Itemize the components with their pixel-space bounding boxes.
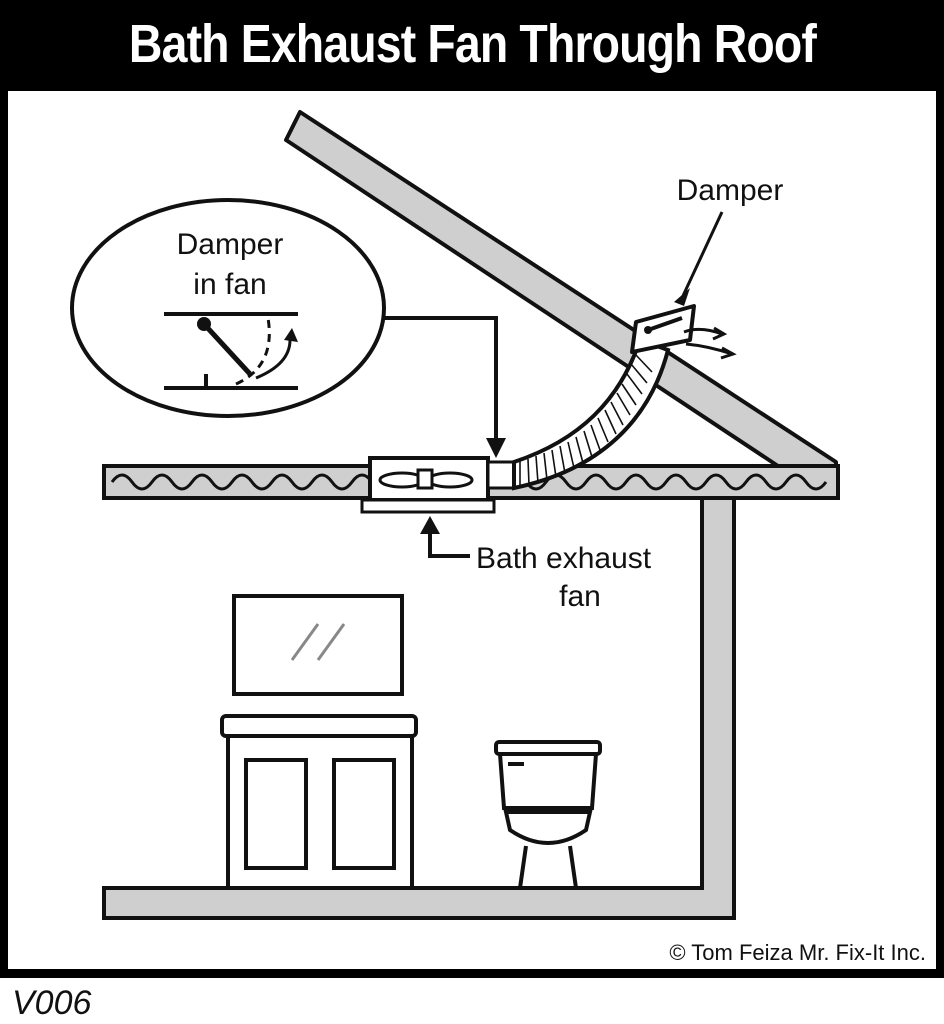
attic-insulation [110, 473, 828, 491]
roof-cap [630, 304, 696, 354]
detail-damper-flap [202, 322, 252, 376]
duct-collar [486, 460, 516, 490]
label-damper-in-fan-1: Damper [177, 228, 284, 261]
vanity-top [220, 714, 418, 738]
label-bath-exhaust-fan-1: Bath exhaust [476, 542, 652, 575]
floor [102, 886, 704, 920]
title-bar: Bath Exhaust Fan Through Roof [0, 0, 944, 88]
fan-grille [360, 498, 496, 514]
diagram-illustration: Damper Damper in fan Bath exhaust fan © … [70, 110, 926, 965]
label-damper-in-fan-2: in fan [193, 268, 266, 301]
label-damper: Damper [677, 174, 784, 207]
exterior-wall [700, 496, 736, 920]
toilet [494, 740, 602, 889]
airflow-arrows [683, 326, 737, 360]
damper-detail-bubble [70, 198, 386, 418]
fan-blade-icon [378, 468, 474, 490]
diagram-title: Bath Exhaust Fan Through Roof [128, 14, 816, 74]
copyright-notice: © Tom Feiza Mr. Fix-It Inc. [669, 940, 926, 965]
mirror [232, 594, 404, 696]
figure-code: V006 [12, 984, 92, 1022]
label-bath-exhaust-fan-2: fan [559, 580, 601, 613]
roof-damper-flap [647, 316, 683, 332]
